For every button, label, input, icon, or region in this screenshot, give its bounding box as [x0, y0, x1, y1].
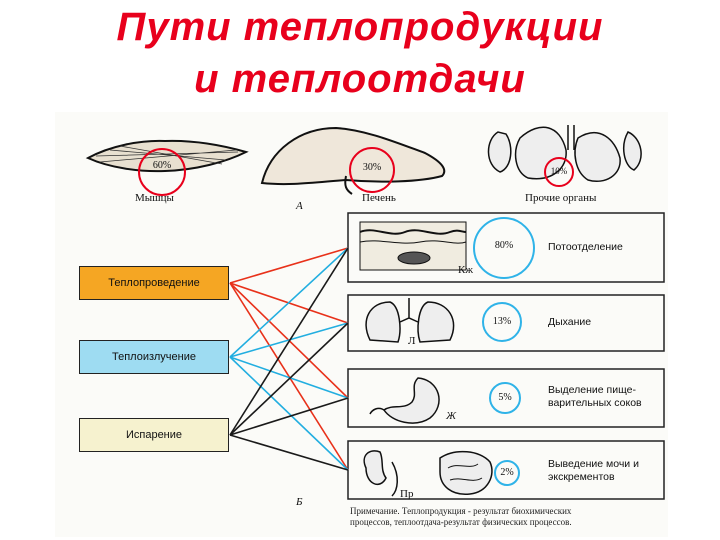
mechanism-conduction-box: Теплопроведение	[79, 266, 229, 300]
liver-percent-ring	[349, 147, 395, 193]
stomach-illustration	[369, 377, 440, 424]
section-a-letter: А	[296, 200, 303, 212]
connector-lines	[229, 247, 349, 471]
kidney-intestine-illustration	[363, 450, 493, 497]
route-1-label: Потоотделение	[548, 241, 623, 253]
mechanism-radiation-box: Теплоизлучение	[79, 340, 229, 374]
route-frame-1	[347, 212, 665, 283]
footnote-line-1: Примечание. Теплопродукция - результат б…	[350, 506, 572, 516]
section-b-letter: Б	[296, 496, 303, 508]
title-line-2: и теплоотдачи	[194, 57, 526, 101]
other-organs-percent: 10%	[550, 166, 568, 176]
route-4-percent-ring	[494, 460, 520, 486]
other-organs-illustration	[487, 125, 642, 182]
route-1-percent: 80%	[494, 240, 514, 251]
route-2-label: Дыхание	[548, 316, 592, 328]
skin-illustration	[359, 221, 467, 271]
mechanism-evaporation-box: Испарение	[79, 418, 229, 452]
route-1-organ-letter: Кж	[458, 264, 473, 276]
other-organs-label: Прочие органы	[525, 192, 597, 204]
muscle-label: Мышцы	[135, 192, 174, 204]
route-4-label: Выведение мочи и экскрементов	[548, 458, 639, 483]
muscle-percent: 60%	[152, 160, 172, 171]
liver-percent: 30%	[362, 162, 382, 173]
route-3-percent-ring	[489, 382, 521, 414]
lungs-illustration	[365, 298, 455, 343]
other-organs-percent-ring	[544, 157, 574, 187]
footnote: Примечание. Теплопродукция - результат б…	[350, 506, 572, 528]
route-4-organ-letter: Пр	[400, 488, 414, 500]
route-4-percent: 2%	[500, 467, 514, 478]
route-1-percent-ring	[473, 217, 535, 279]
route-3-organ-letter: Ж	[446, 410, 457, 422]
route-3-percent: 5%	[498, 392, 512, 403]
route-3-label: Выделение пище-варительных соков	[548, 384, 642, 409]
diagram-panel	[55, 112, 668, 537]
muscle-percent-ring	[138, 148, 186, 196]
route-2-percent: 13%	[492, 316, 512, 327]
liver-label: Печень	[362, 192, 396, 204]
route-2-percent-ring	[482, 302, 522, 342]
route-2-organ-letter: Л	[408, 335, 416, 347]
muscle-illustration	[85, 139, 249, 173]
liver-illustration	[260, 126, 446, 195]
footnote-line-2: процессов, теплоотдача-результат физичес…	[350, 517, 572, 527]
title-line-1: Пути теплопродукции	[116, 5, 604, 49]
